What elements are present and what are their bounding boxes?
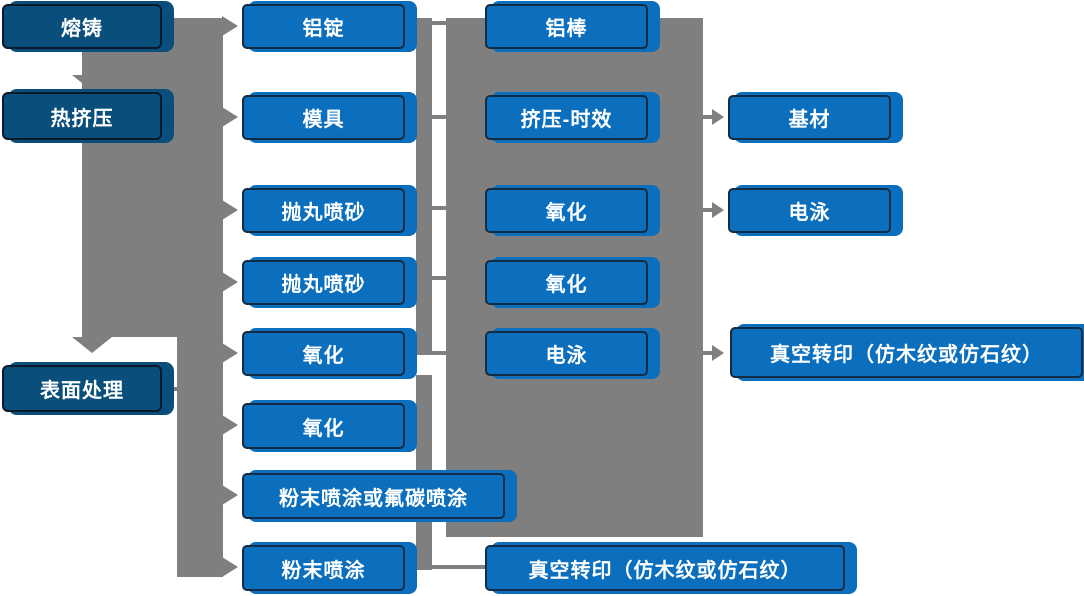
node-powder-fluorocarbon-label: 粉末喷涂或氟碳喷涂 bbox=[279, 487, 468, 510]
node-powder-coating-label: 粉末喷涂 bbox=[281, 559, 366, 582]
stub-bar-to-vacuum-bottom bbox=[432, 565, 487, 569]
node-powder-coating: 粉末喷涂 bbox=[242, 545, 405, 591]
node-electrophoresis-2: 电泳 bbox=[728, 188, 891, 233]
arrow-melting-to-hot-extrusion bbox=[72, 75, 112, 91]
node-oxidation-4: 氧化 bbox=[485, 260, 648, 305]
stub-bar-to-electrophoresis-row bbox=[432, 351, 446, 355]
node-oxidation-1-label: 氧化 bbox=[302, 345, 345, 367]
node-aluminum-rod-label: 铝棒 bbox=[545, 18, 588, 40]
arrow-to-mold bbox=[222, 107, 238, 127]
node-surface-treatment-label: 表面处理 bbox=[40, 380, 124, 402]
arrow-to-oxidation-2 bbox=[222, 415, 238, 435]
node-shot-blasting-2-label: 抛丸喷砂 bbox=[281, 274, 366, 296]
node-oxidation-2: 氧化 bbox=[242, 403, 405, 449]
left-trunk-lower-bar bbox=[177, 337, 223, 577]
shaft-extrusion-to-base bbox=[703, 115, 713, 119]
node-vacuum-transfer-bottom: 真空转印（仿木纹或仿石纹） bbox=[485, 545, 845, 591]
node-mold-label: 模具 bbox=[302, 109, 345, 131]
stub-bar-to-oxidation4-row bbox=[432, 276, 446, 280]
node-oxidation-2-label: 氧化 bbox=[302, 417, 345, 440]
node-aluminum-rod: 铝棒 bbox=[485, 4, 648, 49]
node-electrophoresis-1: 电泳 bbox=[485, 331, 648, 376]
node-shot-blasting-1-label: 抛丸喷砂 bbox=[281, 202, 366, 224]
stub-bar-to-mold-row bbox=[432, 115, 446, 119]
arrow-to-aluminum-ingot bbox=[222, 16, 238, 36]
node-base-material: 基材 bbox=[728, 95, 891, 140]
arrow-to-oxidation-1 bbox=[222, 343, 238, 363]
node-powder-fluorocarbon: 粉末喷涂或氟碳喷涂 bbox=[242, 473, 505, 519]
node-electrophoresis-2-label: 电泳 bbox=[788, 202, 831, 224]
arrow-to-shot-blasting-2 bbox=[222, 272, 238, 292]
node-hot-extrusion-label: 热挤压 bbox=[50, 107, 114, 130]
node-extrusion-aging: 挤压-时效 bbox=[485, 95, 648, 140]
node-melting-label: 熔铸 bbox=[61, 18, 103, 40]
node-hot-extrusion: 热挤压 bbox=[2, 92, 162, 140]
stub-surface-treatment bbox=[163, 387, 177, 391]
node-surface-treatment: 表面处理 bbox=[2, 365, 162, 412]
shaft-oxidation-to-electrophoresis bbox=[703, 208, 713, 212]
arrow-oxidation-to-electrophoresis bbox=[712, 202, 724, 218]
mid-connector-bar-lower bbox=[416, 375, 432, 570]
node-aluminum-ingot: 铝锭 bbox=[242, 4, 405, 49]
node-vacuum-transfer-right: 真空转印（仿木纹或仿石纹） bbox=[730, 327, 1083, 378]
mid-connector-bar-upper bbox=[416, 18, 432, 355]
node-oxidation-3-label: 氧化 bbox=[545, 202, 588, 224]
arrow-to-shot-blasting-1 bbox=[222, 200, 238, 220]
node-mold: 模具 bbox=[242, 95, 405, 140]
node-base-material-label: 基材 bbox=[788, 109, 831, 131]
node-electrophoresis-1-label: 电泳 bbox=[545, 345, 588, 367]
arrow-to-powder-fluorocarbon bbox=[222, 485, 238, 505]
arrow-electrophoresis-to-vacuum bbox=[712, 345, 724, 361]
node-vacuum-transfer-right-label: 真空转印（仿木纹或仿石纹） bbox=[770, 344, 1043, 366]
node-melting: 熔铸 bbox=[2, 4, 162, 49]
node-vacuum-transfer-bottom-label: 真空转印（仿木纹或仿石纹） bbox=[528, 559, 802, 582]
shaft-electrophoresis-to-vacuum bbox=[703, 351, 713, 355]
node-oxidation-1: 氧化 bbox=[242, 331, 405, 376]
node-shot-blasting-2: 抛丸喷砂 bbox=[242, 260, 405, 305]
node-oxidation-3: 氧化 bbox=[485, 188, 648, 233]
node-extrusion-aging-label: 挤压-时效 bbox=[520, 109, 613, 131]
left-trunk-block bbox=[82, 18, 223, 337]
node-shot-blasting-1: 抛丸喷砂 bbox=[242, 188, 405, 233]
arrow-trunk-to-surface-treatment bbox=[72, 337, 112, 353]
node-oxidation-4-label: 氧化 bbox=[545, 274, 588, 296]
arrow-to-powder-coating bbox=[222, 557, 238, 577]
stub-bar-to-oxidation3-row bbox=[432, 206, 446, 210]
node-aluminum-ingot-label: 铝锭 bbox=[302, 18, 345, 40]
stub-ingot-to-bar bbox=[404, 21, 448, 25]
arrow-extrusion-to-base bbox=[712, 109, 724, 125]
